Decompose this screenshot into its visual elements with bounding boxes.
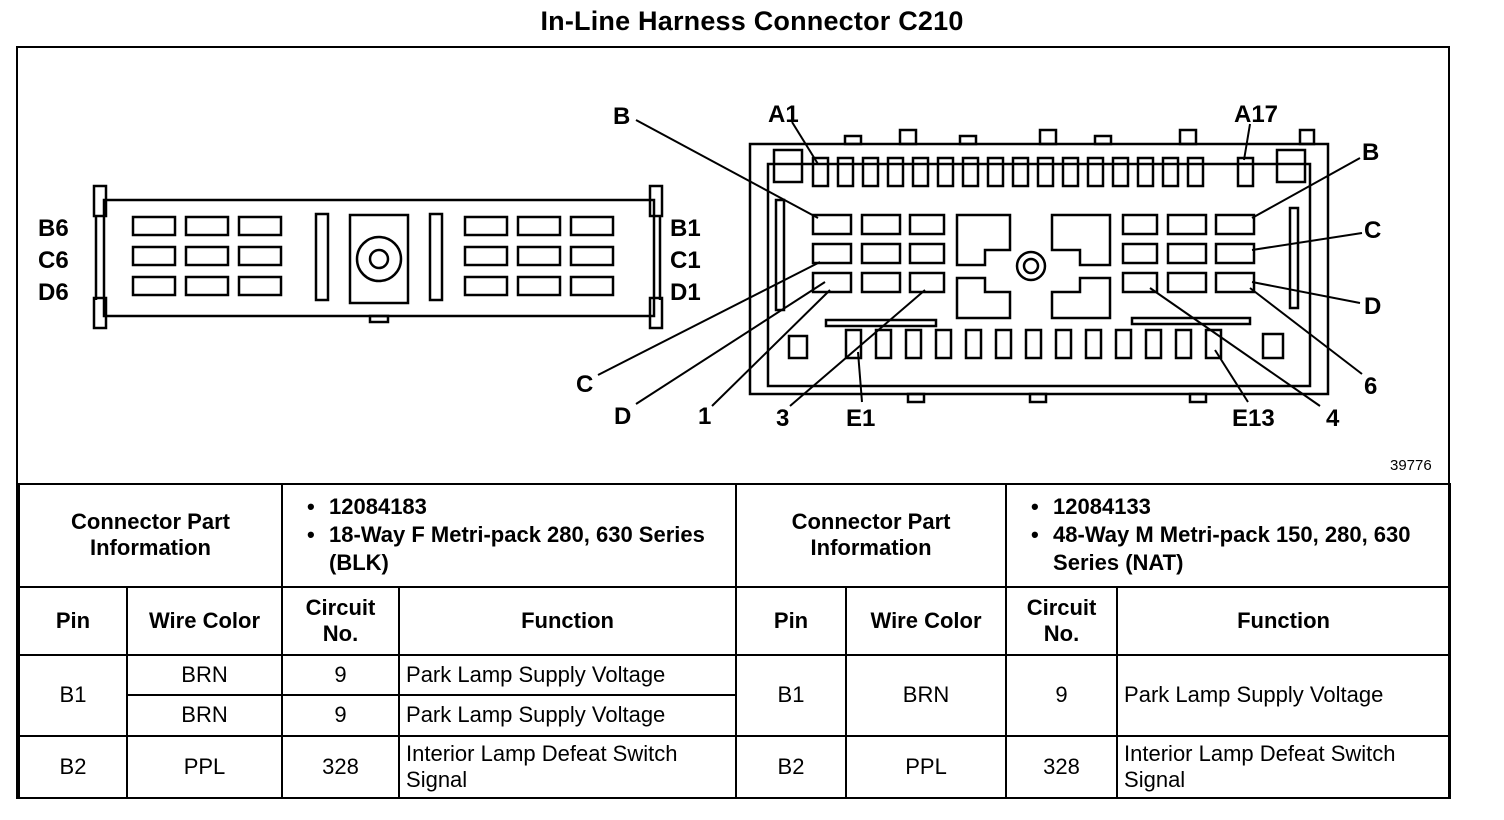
row-e-cavities — [844, 328, 1223, 360]
table-row: B2 PPL 328 Interior Lamp Defeat Switch S… — [18, 734, 1452, 800]
right-wire: BRN — [845, 654, 1008, 737]
label-b-top: B — [613, 103, 630, 130]
left-part-info: 12084183 18-Way F Metri-pack 280, 630 Se… — [281, 483, 738, 588]
left-connector — [92, 184, 664, 330]
right-part-number: 12084133 — [1031, 493, 1443, 521]
label-d-left: D — [614, 403, 631, 430]
leader-lines — [597, 119, 1363, 407]
label-c-left: C — [576, 371, 593, 398]
label-c6: C6 — [38, 247, 69, 274]
connector-diagram: B6 C6 D6 B1 C1 D1 B A1 A17 B C D 6 4 E13… — [38, 101, 1432, 474]
table-row: BRN 9 Park Lamp Supply Voltage — [19, 694, 1450, 737]
header-pin-right: Pin — [735, 585, 848, 657]
label-e13: E13 — [1232, 405, 1275, 432]
right-function: Interior Lamp Defeat Switch Signal — [1116, 734, 1452, 800]
header-circuit-right: Circuit No. — [1005, 585, 1119, 657]
left-function: Park Lamp Supply Voltage — [398, 694, 738, 737]
figure-number: 39776 — [1390, 457, 1432, 474]
right-part-info: 12084133 48-Way M Metri-pack 150, 280, 6… — [1005, 483, 1452, 588]
header-function-left: Function — [398, 585, 738, 657]
right-wire: PPL — [845, 734, 1008, 800]
label-6: 6 — [1364, 373, 1377, 400]
left-pin-b1: B1 — [18, 654, 128, 737]
label-d-right: D — [1364, 293, 1381, 320]
right-part-description: 48-Way M Metri-pack 150, 280, 630 Series… — [1031, 521, 1443, 577]
label-c-right: C — [1364, 217, 1381, 244]
right-pin-b1: B1 — [735, 654, 848, 737]
label-b-right: B — [1362, 139, 1379, 166]
right-circuit: 328 — [1005, 734, 1119, 800]
label-d6: D6 — [38, 279, 69, 306]
label-c1: C1 — [670, 247, 701, 274]
label-d1: D1 — [670, 279, 701, 306]
left-function: Interior Lamp Defeat Switch Signal — [398, 734, 738, 800]
left-wire: PPL — [125, 734, 284, 800]
left-wire: BRN — [125, 694, 284, 737]
right-connector — [748, 128, 1330, 404]
header-wire-right: Wire Color — [845, 585, 1008, 657]
page-title: In-Line Harness Connector C210 — [540, 6, 964, 36]
right-pin-b2: B2 — [735, 734, 848, 800]
part-info-row: Connector Part Information 12084183 18-W… — [17, 483, 1452, 588]
label-a17: A17 — [1234, 101, 1278, 128]
left-part-description: 18-Way F Metri-pack 280, 630 Series (BLK… — [307, 521, 729, 577]
label-e1: E1 — [846, 405, 875, 432]
header-function-right: Function — [1116, 585, 1452, 657]
label-b6: B6 — [38, 215, 69, 242]
header-wire-left: Wire Color — [125, 585, 284, 657]
left-circuit: 9 — [281, 694, 401, 737]
row-a-cavities — [811, 156, 1255, 188]
label-a1: A1 — [768, 101, 799, 128]
header-circuit-left: Circuit No. — [281, 585, 401, 657]
label-3: 3 — [776, 405, 789, 432]
label-1: 1 — [698, 403, 711, 430]
right-function: Park Lamp Supply Voltage — [1116, 654, 1452, 737]
left-circuit: 9 — [281, 654, 401, 697]
left-wire: BRN — [125, 654, 284, 697]
left-circuit: 328 — [281, 734, 401, 800]
right-part-label: Connector Part Information — [735, 483, 1008, 588]
left-part-label: Connector Part Information — [17, 483, 284, 588]
label-b1: B1 — [670, 215, 701, 242]
figure-frame — [16, 46, 1450, 799]
header-row: Pin Wire Color Circuit No. Function Pin … — [18, 585, 1452, 657]
table-row: B1 BRN 9 Park Lamp Supply Voltage B1 BRN… — [18, 654, 1452, 737]
left-part-number: 12084183 — [307, 493, 729, 521]
connector-table: Connector Part Information 12084183 18-W… — [17, 483, 1452, 800]
left-function: Park Lamp Supply Voltage — [398, 654, 738, 697]
right-circuit: 9 — [1005, 654, 1119, 737]
left-pin-b2: B2 — [18, 734, 128, 800]
label-4: 4 — [1326, 405, 1340, 432]
header-pin-left: Pin — [18, 585, 128, 657]
